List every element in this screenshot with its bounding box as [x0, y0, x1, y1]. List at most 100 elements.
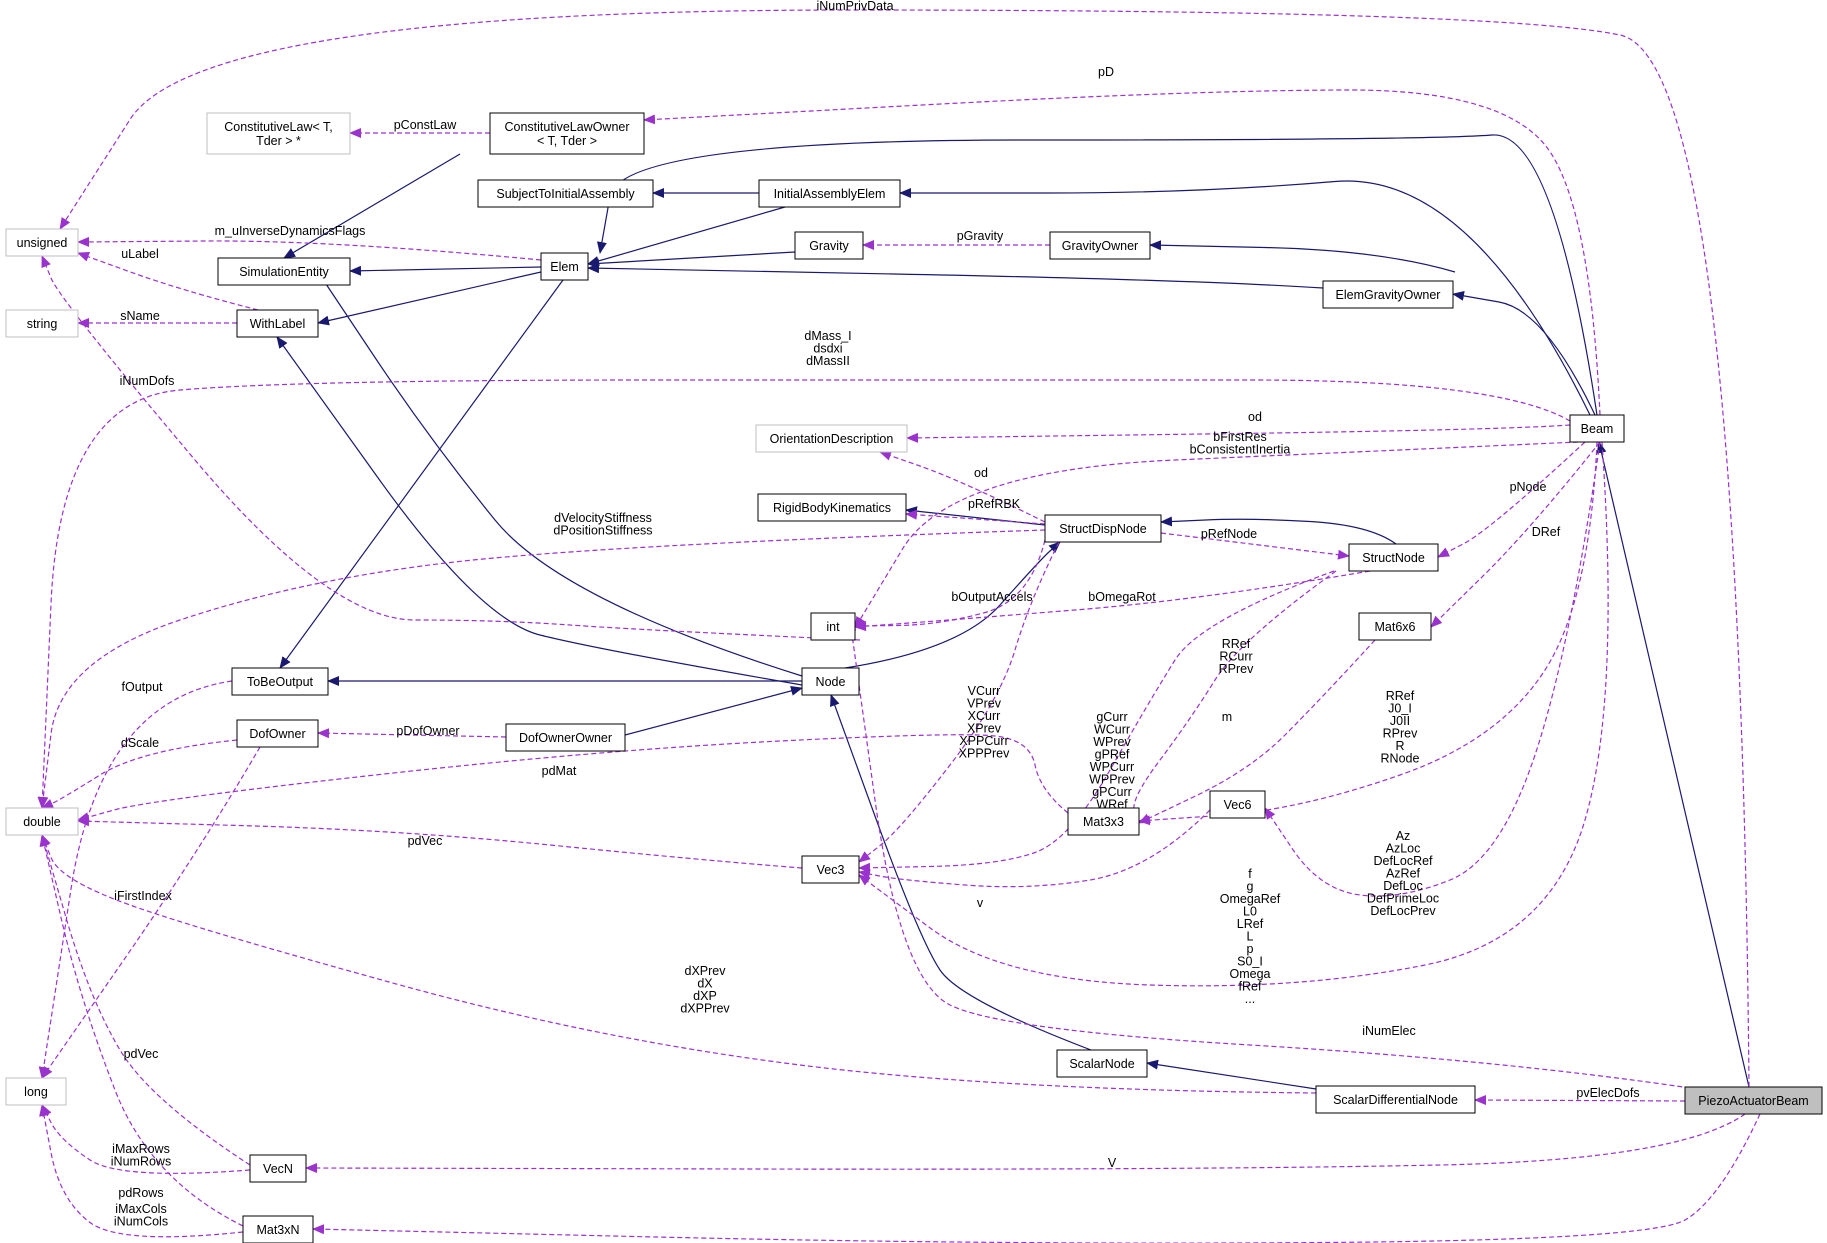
- node-box: [217, 257, 351, 286]
- node-structnode[interactable]: StructNode: [1348, 543, 1439, 572]
- node-box: [1049, 231, 1151, 260]
- node-label: Mat3x3: [1083, 815, 1124, 829]
- edge-inheritance-scalarnode-to-scalardifferentialnode: [1146, 1059, 1317, 1090]
- node-tobeoutput[interactable]: ToBeOutput: [231, 667, 329, 696]
- edge-usage-mat6x6-to-mat3x3: [1138, 639, 1376, 824]
- edge-usage-beam-to-vec3: [858, 441, 1609, 987]
- edge-usage-dofowner-to-double: [41, 739, 238, 809]
- edge-usage-vec3-to-double: [77, 816, 803, 869]
- node-box: [757, 493, 907, 522]
- edges-layer: [37, 9, 1761, 1243]
- node-beam[interactable]: Beam: [1569, 414, 1625, 443]
- node-vecn[interactable]: VecN: [249, 1154, 307, 1183]
- node-label: ToBeOutput: [247, 675, 314, 689]
- edge-inheritance-elem-to-beam: [596, 134, 1598, 416]
- node-label: OrientationDescription: [770, 432, 894, 446]
- edge-usage-piezoactuatorbeam-to-unsigned: [59, 9, 1750, 1088]
- node-piezoactuatorbeam[interactable]: PiezoActuatorBeam: [1684, 1086, 1823, 1115]
- node-gravity[interactable]: Gravity: [794, 231, 864, 260]
- node-int[interactable]: int: [810, 612, 856, 641]
- node-box: [249, 1154, 307, 1183]
- node-initialassemblyelem[interactable]: InitialAssemblyElem: [758, 179, 901, 208]
- node-withlabel[interactable]: WithLabel: [236, 309, 319, 338]
- node-dofowner[interactable]: DofOwner: [236, 719, 319, 748]
- node-box: [505, 723, 626, 752]
- node-box: [794, 231, 864, 260]
- node-box: [1348, 543, 1439, 572]
- node-box: [801, 667, 860, 696]
- node-label: WithLabel: [250, 317, 306, 331]
- node-elem[interactable]: Elem: [540, 252, 589, 281]
- node-label: string: [27, 317, 58, 331]
- node-scalarnode[interactable]: ScalarNode: [1056, 1049, 1148, 1078]
- edge-label: bOmegaRot: [1088, 590, 1156, 604]
- edge-inheritance-elem-to-initialassemblyelem: [587, 206, 786, 266]
- node-mat3x3[interactable]: Mat3x3: [1067, 807, 1140, 836]
- node-subjecttoinitialassembly[interactable]: SubjectToInitialAssembly: [477, 179, 654, 208]
- node-vec3[interactable]: Vec3: [801, 855, 860, 884]
- node-box: [477, 179, 654, 208]
- node-label: StructDispNode: [1059, 522, 1147, 536]
- node-rigidbodykinematics[interactable]: RigidBodyKinematics: [757, 493, 907, 522]
- edge-label: od: [1248, 410, 1262, 424]
- edge-inheritance-beam-to-piezoactuatorbeam: [1596, 441, 1750, 1088]
- node-orientationdescription: OrientationDescription: [755, 424, 908, 453]
- node-elemgravityowner[interactable]: ElemGravityOwner: [1322, 280, 1454, 309]
- edge-label: pGravity: [957, 229, 1004, 243]
- edge-usage-withlabel-to-unsigned: [77, 252, 259, 311]
- node-simulationentity[interactable]: SimulationEntity: [217, 257, 351, 286]
- edge-label: m: [1222, 710, 1232, 724]
- node-scalardifferentialnode[interactable]: ScalarDifferentialNode: [1315, 1085, 1476, 1114]
- node-label: double: [23, 815, 61, 829]
- node-vec6[interactable]: Vec6: [1209, 790, 1266, 819]
- node-string: string: [5, 309, 79, 338]
- edge-usage-beam-to-structnode: [1437, 441, 1586, 558]
- node-constitutivelawowner[interactable]: ConstitutiveLawOwner< T, Tder >: [489, 112, 645, 155]
- node-constitutivelaw: ConstitutiveLaw< T,Tder > *: [206, 112, 351, 155]
- edge-label: fOutput: [122, 680, 164, 694]
- edge-label: pdRows: [118, 1186, 163, 1200]
- node-label: DofOwner: [249, 727, 305, 741]
- edge-usage-node-to-unsigned: [41, 255, 861, 641]
- node-label: unsigned: [17, 236, 68, 250]
- node-long: long: [5, 1077, 67, 1106]
- edge-usage-vec6-to-vec3: [858, 809, 1211, 888]
- edge-inheritance-withlabel-to-elem: [317, 271, 542, 326]
- node-box: [755, 424, 908, 453]
- edge-inheritance-initialassemblyelem-to-beam: [899, 180, 1591, 416]
- edge-label: pNode: [1510, 480, 1547, 494]
- node-label: RigidBodyKinematics: [773, 501, 891, 515]
- edge-usage-beam-to-int: [854, 441, 1579, 629]
- node-node[interactable]: Node: [801, 667, 860, 696]
- edge-usage-structdispnode-to-double: [38, 529, 1046, 809]
- node-box: [540, 252, 589, 281]
- node-structdispnode[interactable]: StructDispNode: [1044, 514, 1162, 543]
- edge-usage-beam-to-orientationdescription: [906, 424, 1571, 443]
- node-label: Elem: [550, 260, 578, 274]
- edge-label: pRefRBK: [968, 497, 1021, 511]
- edge-usage-structnode-to-int: [854, 570, 1371, 632]
- node-box: [758, 179, 901, 208]
- node-label: Vec3: [817, 863, 845, 877]
- node-label: DofOwnerOwner: [519, 731, 612, 745]
- edge-label: pD: [1098, 65, 1114, 79]
- node-mat3xn[interactable]: Mat3xN: [242, 1215, 314, 1243]
- node-label: VecN: [263, 1162, 293, 1176]
- node-dofownerowner[interactable]: DofOwnerOwner: [505, 723, 626, 752]
- node-label: Gravity: [809, 239, 849, 253]
- node-gravityowner[interactable]: GravityOwner: [1049, 231, 1151, 260]
- edge-label: bOutputAccels: [951, 590, 1032, 604]
- edge-usage-dofowner-to-long: [41, 746, 261, 1079]
- edge-usage-mat3xn-to-double: [39, 834, 244, 1227]
- edge-usage-piezoactuatorbeam-to-int: [846, 619, 1691, 1089]
- edge-label: uLabel: [121, 247, 159, 261]
- node-mat6x6[interactable]: Mat6x6: [1358, 612, 1432, 641]
- node-box: [1315, 1085, 1476, 1114]
- edge-inheritance-tobeoutput-to-elem: [279, 279, 564, 669]
